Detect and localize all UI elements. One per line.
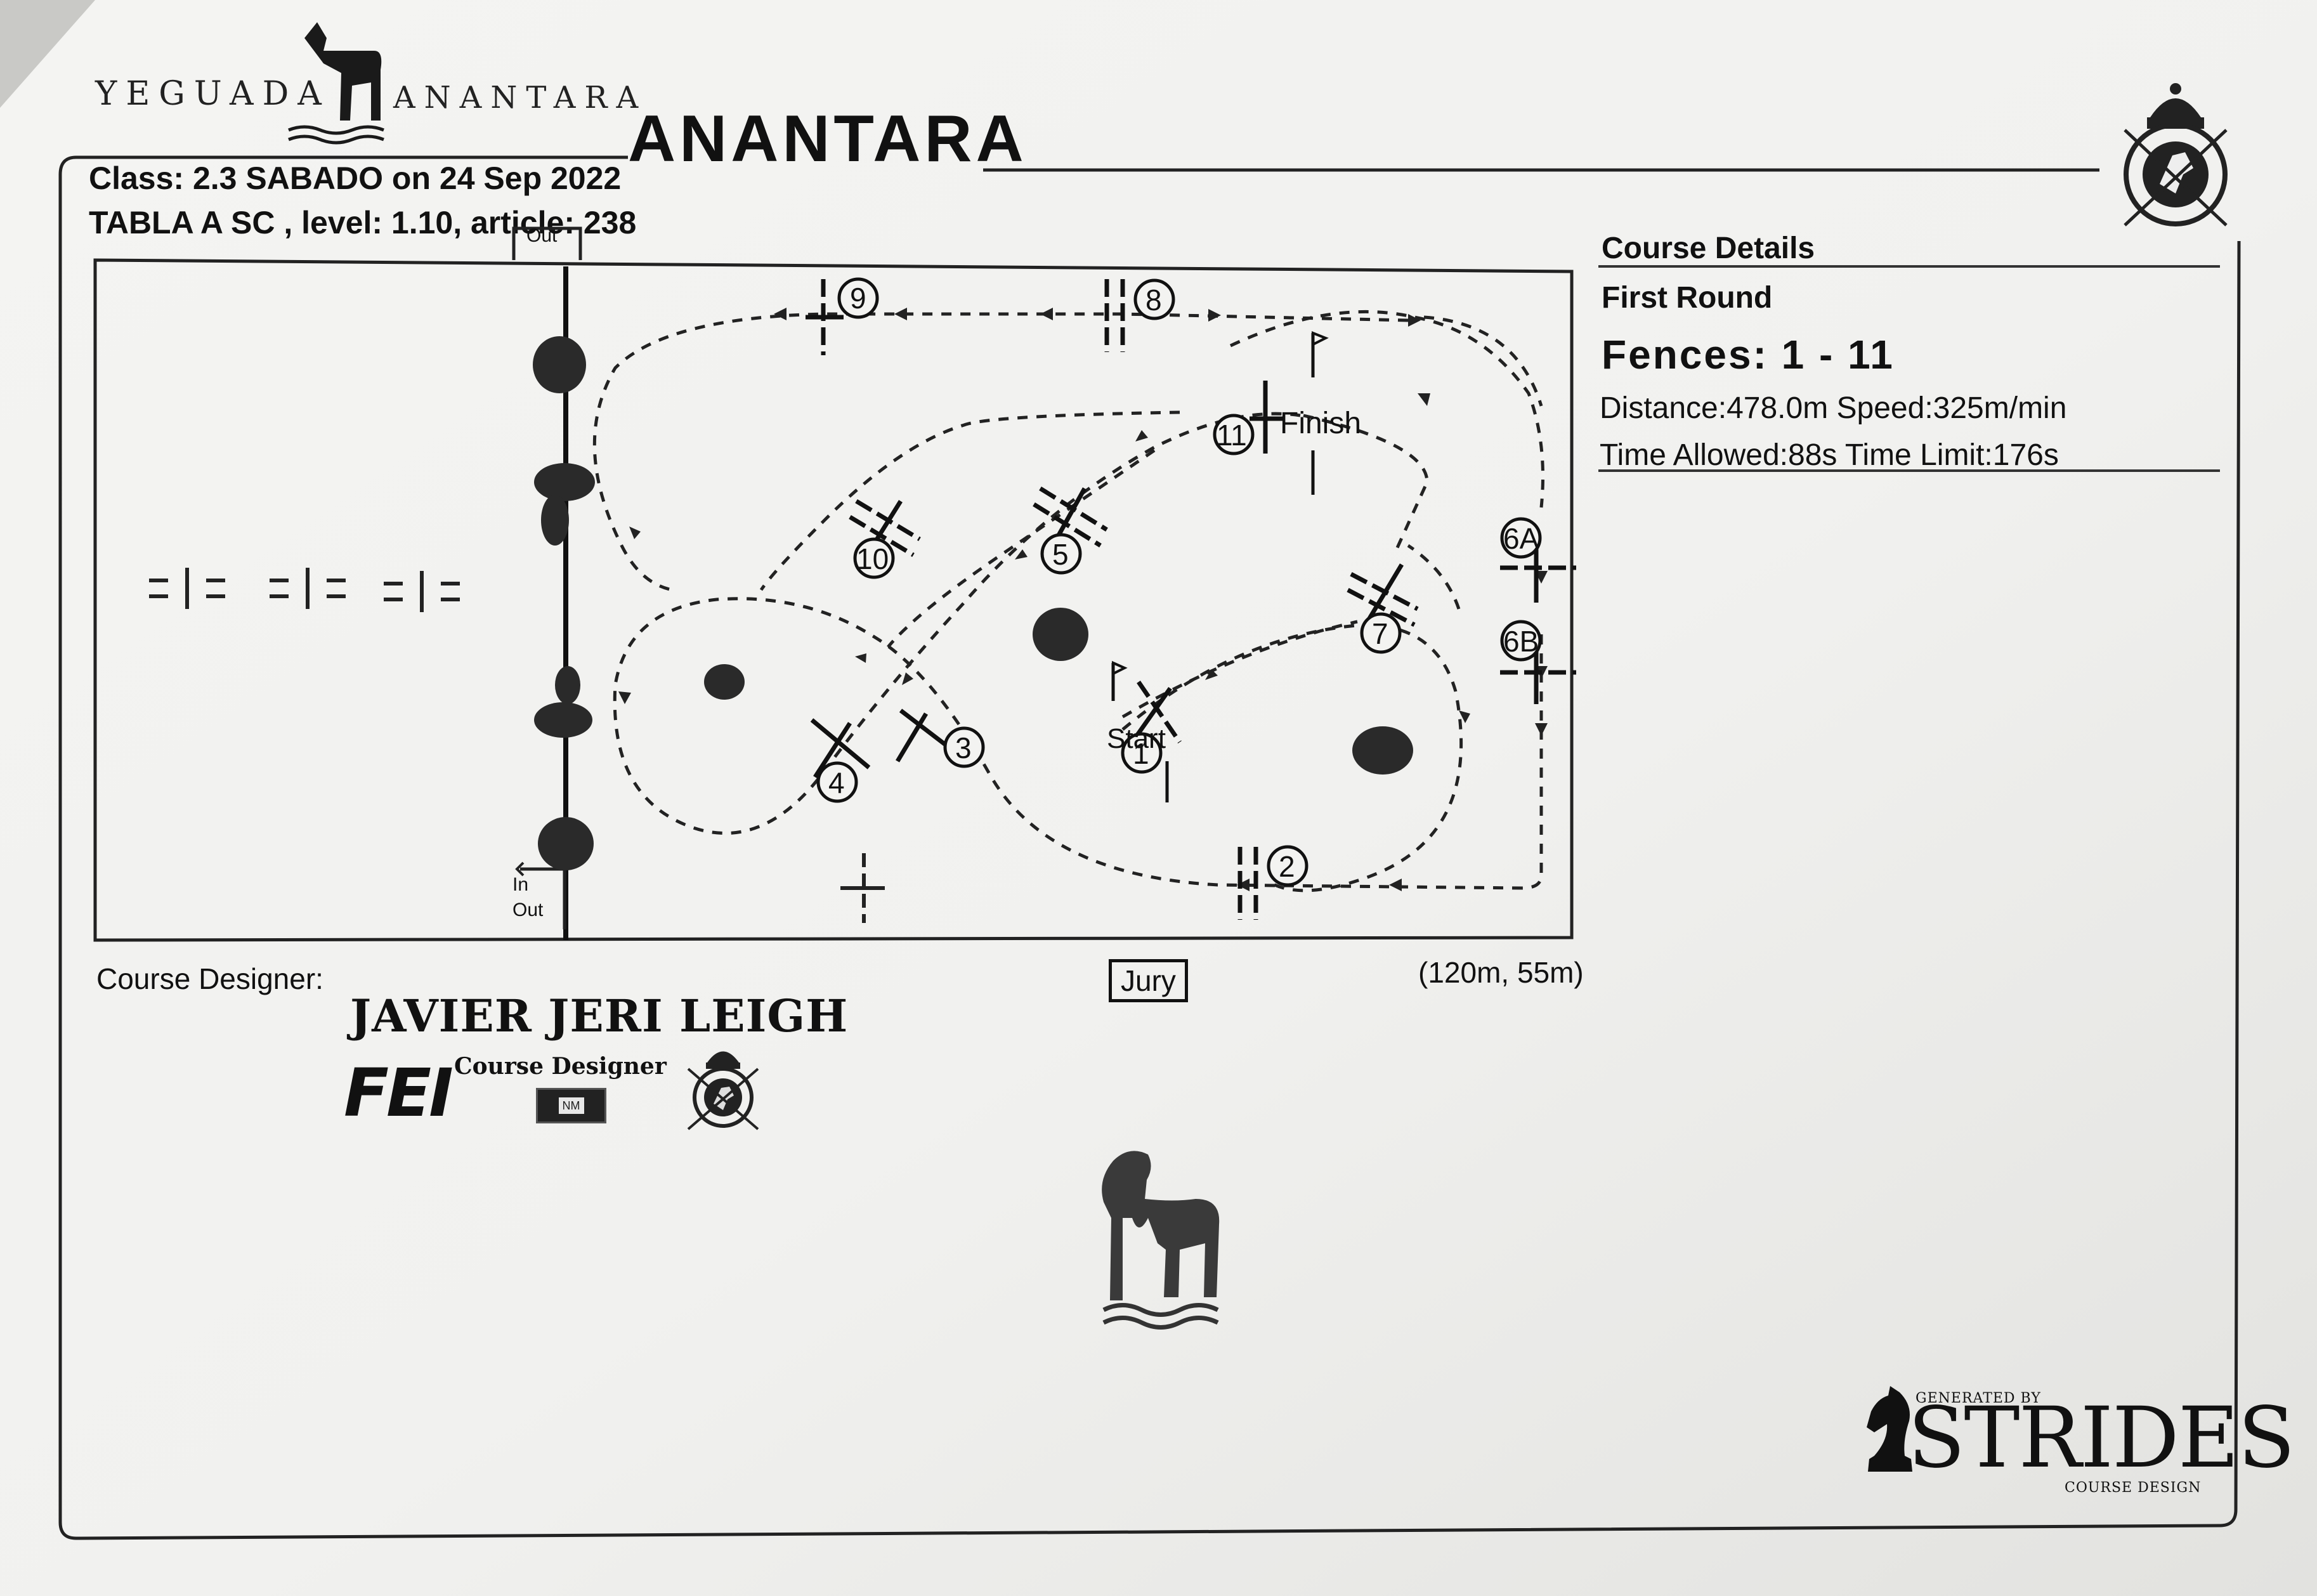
fence-number-7: 7	[1372, 617, 1388, 650]
course-path	[592, 310, 1544, 893]
finish-label: Finish	[1280, 407, 1362, 440]
fence-number-11: 11	[1217, 419, 1247, 452]
gate-out-label: Out	[512, 899, 544, 920]
fence-number-1: 1	[1133, 737, 1149, 770]
round-label: First Round	[1602, 281, 1773, 315]
fence-number-9: 9	[850, 282, 866, 315]
federation-crest-small-icon	[687, 1051, 759, 1130]
fence-number-3: 3	[955, 731, 972, 764]
fences	[806, 279, 1576, 920]
spare-poles	[149, 568, 885, 923]
fence-number-circles	[816, 277, 1542, 887]
arena-border	[93, 258, 1574, 942]
time-label: Time Allowed:88s Time Limit:176s	[1600, 438, 2059, 472]
fence-number-6a: 6A	[1503, 522, 1539, 555]
fence-number-4: 4	[828, 766, 845, 799]
strides-brand: STRIDES	[1908, 1389, 2295, 1487]
chess-knight-icon	[1867, 1386, 1912, 1472]
event-title: ANANTARA	[628, 102, 1028, 176]
course-details-heading: Course Details	[1602, 232, 1815, 265]
jury-box: Jury	[1109, 959, 1188, 1002]
fence-number-5: 5	[1052, 538, 1069, 571]
designer-badge-label: Course Designer	[454, 1053, 667, 1080]
shrubs	[533, 336, 1413, 870]
direction-arrows	[618, 308, 1548, 891]
start-label: Start	[1107, 723, 1166, 754]
generated-by-label: GENERATED BY	[1916, 1390, 2041, 1406]
distance-speed-label: Distance:478.0m Speed:325m/min	[1600, 391, 2067, 425]
fei-logo-icon: FEI	[344, 1054, 454, 1132]
fences-label: Fences: 1 - 11	[1602, 332, 1895, 377]
designer-name: JAVIER JERI LEIGH	[350, 990, 849, 1042]
horse-logo-icon	[288, 22, 384, 145]
flag-icon	[1111, 331, 1329, 802]
fence-number-10: 10	[856, 542, 889, 575]
arena-dimensions: (120m, 55m)	[1418, 956, 1584, 989]
flag-badge: NM	[536, 1088, 606, 1123]
class-line-2: TABLA A SC , level: 1.10, article: 238	[89, 205, 637, 240]
gate-in-label: In	[512, 874, 529, 895]
top-gate-label: Out	[526, 225, 558, 246]
logo-left-text: YEGUADA	[95, 75, 330, 113]
fence-number-6b: 6B	[1503, 625, 1539, 658]
logo-right-text: ANANTARA	[393, 80, 648, 115]
class-line-1: Class: 2.3 SABADO on 24 Sep 2022	[89, 160, 622, 196]
strides-sub-label: COURSE DESIGN	[2065, 1480, 2202, 1496]
top-gate	[512, 226, 582, 260]
course-designer-label: Course Designer:	[96, 962, 323, 995]
fence-number-2: 2	[1279, 850, 1295, 883]
federation-crest-icon	[2124, 83, 2228, 226]
horse-logo-center-icon	[1102, 1151, 1220, 1330]
fence-number-8: 8	[1145, 284, 1162, 317]
